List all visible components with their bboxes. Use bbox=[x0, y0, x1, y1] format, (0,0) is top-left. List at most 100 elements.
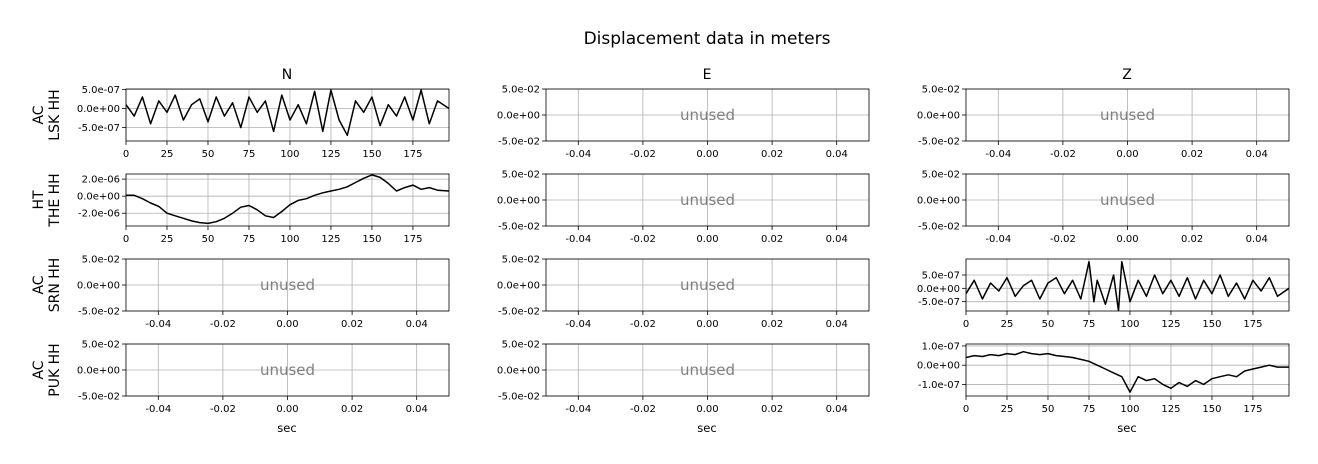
x-tick-label: 125 bbox=[321, 234, 340, 245]
y-tick-label: 5.0e-02 bbox=[922, 85, 960, 96]
x-tick-label: 0 bbox=[963, 404, 969, 415]
x-tick-label: -0.02 bbox=[630, 404, 656, 415]
waveform-trace bbox=[966, 350, 1289, 393]
x-tick-label: 0 bbox=[963, 319, 969, 330]
y-tick-label: 5.0e-02 bbox=[502, 255, 540, 266]
x-tick-label: -0.02 bbox=[210, 319, 236, 330]
waveform-trace bbox=[126, 174, 449, 225]
x-tick-label: 25 bbox=[1001, 404, 1014, 415]
x-tick-label: 25 bbox=[161, 149, 174, 160]
x-tick-label: 150 bbox=[362, 149, 381, 160]
x-tick-label: 25 bbox=[1001, 319, 1014, 330]
x-tick-label: 150 bbox=[1202, 319, 1221, 330]
y-tick-label: 0.0e+00 bbox=[497, 366, 540, 377]
x-tick-label: -0.04 bbox=[565, 149, 591, 160]
x-tick-label: -0.02 bbox=[630, 149, 656, 160]
x-tick-label: 0.04 bbox=[826, 319, 848, 330]
y-tick-label: 0.0e+00 bbox=[917, 284, 960, 295]
x-tick-label: 0.00 bbox=[1116, 234, 1138, 245]
x-tick-label: 50 bbox=[202, 234, 215, 245]
y-tick-label: 0.0e+00 bbox=[77, 366, 120, 377]
x-tick-label: 100 bbox=[1120, 319, 1139, 330]
x-tick-label: -0.02 bbox=[1050, 234, 1076, 245]
unused-label: unused bbox=[680, 361, 735, 379]
axes-frame bbox=[125, 173, 450, 227]
y-tick-label: -5.0e-02 bbox=[918, 137, 960, 148]
waveform-trace bbox=[966, 260, 1289, 311]
y-tick-label: 0.0e+00 bbox=[77, 104, 120, 115]
x-tick-label: -0.04 bbox=[985, 149, 1011, 160]
x-tick-label: -0.02 bbox=[630, 234, 656, 245]
x-tick-label: -0.02 bbox=[210, 404, 236, 415]
x-tick-label: 100 bbox=[280, 234, 299, 245]
y-tick-label: -5.0e-02 bbox=[498, 392, 540, 403]
x-tick-label: 50 bbox=[1042, 319, 1055, 330]
x-tick-label: 0.02 bbox=[761, 319, 783, 330]
y-tick-label: 0.0e+00 bbox=[497, 111, 540, 122]
y-tick-label: -5.0e-02 bbox=[918, 222, 960, 233]
x-tick-label: 0.04 bbox=[1246, 234, 1268, 245]
x-axis-label-n: sec bbox=[277, 421, 296, 435]
row-label-station: PUK HH bbox=[47, 343, 63, 396]
x-tick-label: -0.04 bbox=[145, 319, 171, 330]
x-tick-label: 75 bbox=[1083, 319, 1096, 330]
y-tick-label: -5.0e-02 bbox=[78, 307, 120, 318]
x-tick-label: 0.04 bbox=[826, 404, 848, 415]
unused-label: unused bbox=[260, 361, 315, 379]
x-tick-label: 0.02 bbox=[1181, 234, 1203, 245]
y-tick-label: 0.0e+00 bbox=[77, 192, 120, 203]
x-tick-label: 0.00 bbox=[696, 404, 718, 415]
column-title-z: Z bbox=[1122, 67, 1132, 83]
x-tick-label: 75 bbox=[1083, 404, 1096, 415]
axes-frame bbox=[965, 258, 1290, 312]
x-tick-label: 125 bbox=[1161, 319, 1180, 330]
y-tick-label: 2.0e-06 bbox=[82, 175, 120, 186]
x-tick-label: 0.00 bbox=[696, 319, 718, 330]
unused-label: unused bbox=[680, 191, 735, 209]
x-tick-label: -0.04 bbox=[565, 404, 591, 415]
unused-label: unused bbox=[1100, 191, 1155, 209]
x-tick-label: -0.02 bbox=[630, 319, 656, 330]
x-tick-label: 175 bbox=[1243, 404, 1262, 415]
row-label-network: AC bbox=[31, 275, 47, 294]
y-tick-label: 5.0e-07 bbox=[922, 271, 960, 282]
row-label-station: SRN HH bbox=[47, 258, 63, 313]
x-tick-label: 0 bbox=[123, 149, 129, 160]
y-tick-label: -5.0e-07 bbox=[918, 297, 960, 308]
x-tick-label: 125 bbox=[1161, 404, 1180, 415]
x-tick-label: 100 bbox=[280, 149, 299, 160]
row-label-network: HT bbox=[31, 190, 47, 210]
x-tick-label: 0.04 bbox=[406, 404, 428, 415]
x-tick-label: 175 bbox=[1243, 319, 1262, 330]
column-title-n: N bbox=[282, 67, 292, 83]
y-tick-label: 0.0e+00 bbox=[77, 281, 120, 292]
x-tick-label: 75 bbox=[243, 234, 256, 245]
x-tick-label: 0.02 bbox=[1181, 149, 1203, 160]
x-tick-label: -0.04 bbox=[565, 234, 591, 245]
row-label-1: AC LSK HH bbox=[31, 89, 63, 140]
row-label-2: HT THE HH bbox=[31, 173, 63, 227]
y-tick-label: 5.0e-02 bbox=[922, 170, 960, 181]
y-tick-label: -5.0e-02 bbox=[498, 222, 540, 233]
x-tick-label: 0.00 bbox=[276, 319, 298, 330]
column-title-e: E bbox=[703, 67, 712, 83]
x-tick-label: 0.04 bbox=[826, 149, 848, 160]
y-tick-label: 5.0e-02 bbox=[82, 340, 120, 351]
y-tick-label: 5.0e-02 bbox=[502, 340, 540, 351]
x-axis-label-e: sec bbox=[697, 421, 716, 435]
y-tick-label: 0.0e+00 bbox=[917, 111, 960, 122]
y-tick-label: -5.0e-02 bbox=[498, 307, 540, 318]
row-label-network: AC bbox=[31, 105, 47, 124]
x-tick-label: 0.02 bbox=[761, 404, 783, 415]
y-tick-label: -5.0e-07 bbox=[78, 123, 120, 134]
x-tick-label: 0.02 bbox=[341, 319, 363, 330]
y-tick-label: 1.0e-07 bbox=[922, 341, 960, 352]
